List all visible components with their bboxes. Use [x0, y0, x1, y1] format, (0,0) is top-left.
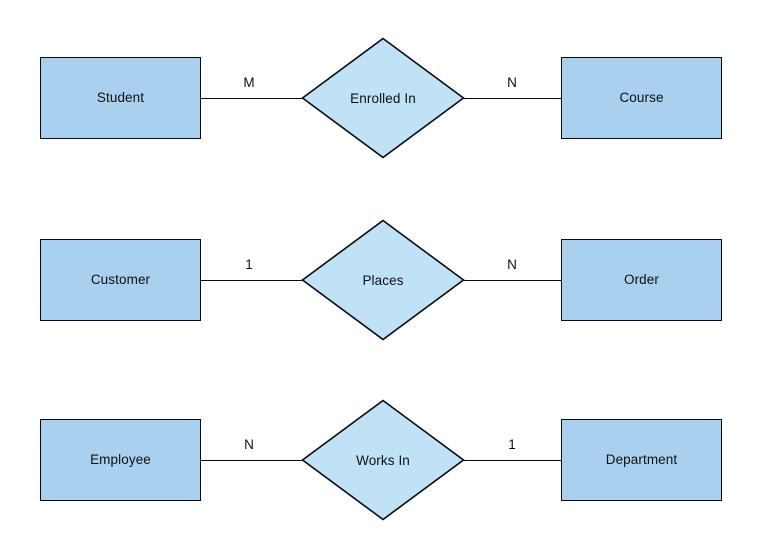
connector-line-left [201, 460, 302, 461]
relationship-diamond[interactable]: Enrolled In [301, 37, 465, 159]
entity-box-right[interactable]: Course [561, 57, 722, 139]
er-relationship-row: Customer 1 Places N Order [0, 215, 761, 345]
cardinality-label-left: 1 [245, 257, 253, 272]
cardinality-label-right: N [507, 75, 517, 90]
relationship-diamond[interactable]: Places [301, 219, 465, 341]
diamond-shape-icon [301, 37, 465, 159]
entity-box-right[interactable]: Department [561, 419, 722, 501]
entity-label: Order [623, 272, 659, 288]
connector-line-left [201, 280, 302, 281]
entity-box-left[interactable]: Employee [40, 419, 201, 501]
cardinality-label-left: N [244, 437, 254, 452]
er-relationship-row: Employee N Works In 1 Department [0, 395, 761, 525]
entity-label: Customer [90, 272, 151, 288]
entity-label: Employee [90, 452, 151, 468]
connector-line-left [201, 98, 302, 99]
er-relationship-row: Student M Enrolled In N Course [0, 33, 761, 163]
connector-line-right [464, 98, 562, 99]
entity-label: Student [96, 90, 145, 106]
connector-line-right [464, 460, 562, 461]
entity-label: Department [605, 452, 678, 468]
entity-box-left[interactable]: Customer [40, 239, 201, 321]
entity-box-right[interactable]: Order [561, 239, 722, 321]
entity-label: Course [619, 90, 664, 106]
diamond-shape-icon [301, 399, 465, 521]
cardinality-label-left: M [243, 75, 255, 90]
cardinality-label-right: 1 [508, 437, 516, 452]
connector-line-right [464, 280, 562, 281]
diamond-shape-icon [301, 219, 465, 341]
relationship-diamond[interactable]: Works In [301, 399, 465, 521]
cardinality-label-right: N [507, 257, 517, 272]
entity-box-left[interactable]: Student [40, 57, 201, 139]
